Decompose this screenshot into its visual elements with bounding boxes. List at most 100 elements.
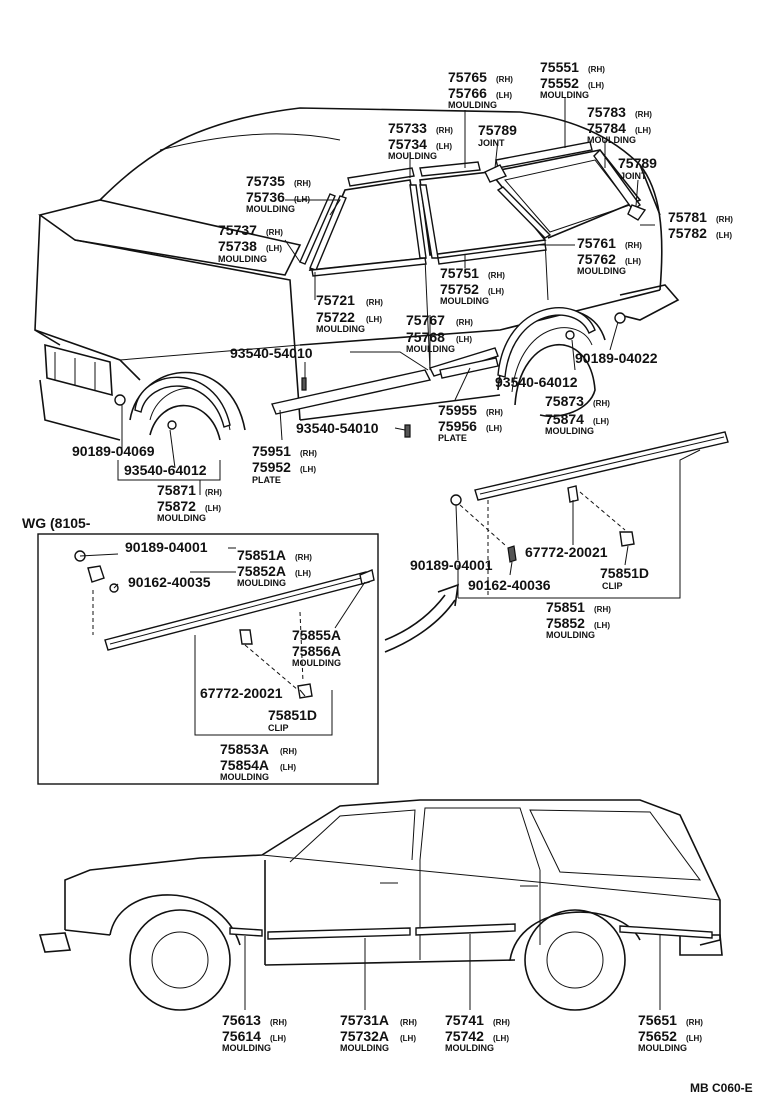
part-number: 75856A <box>292 643 341 659</box>
side-suffix: (LH) <box>270 1034 286 1043</box>
callout-75873[interactable]: 75873 (RH) 75874 (LH) MOULDING <box>545 393 610 436</box>
part-name: MOULDING <box>220 772 269 782</box>
callout-75761[interactable]: 75761 (RH) 75762 (LH) MOULDING <box>577 235 642 276</box>
part-number: 75721 <box>316 292 355 308</box>
callout-75721[interactable]: 75721 (RH) 75722 (LH) MOULDING <box>316 292 383 334</box>
callout-75737[interactable]: 75737 (RH) 75738 (LH) MOULDING <box>218 222 283 264</box>
callout-67772-20021-inset[interactable]: 67772-20021 <box>200 685 283 701</box>
callout-75731A[interactable]: 75731A (RH) 75732A (LH) MOULDING <box>340 1012 417 1053</box>
side-suffix: (LH) <box>588 81 604 90</box>
callout-90189-04001-inset[interactable]: 90189-04001 <box>125 539 208 555</box>
callout-93540-54010-a[interactable]: 93540-54010 <box>230 345 313 361</box>
callout-75783[interactable]: 75783 (RH) 75784 (LH) MOULDING <box>587 104 652 145</box>
side-suffix: (RH) <box>486 408 503 417</box>
part-number: 90189-04069 <box>72 443 155 459</box>
side-suffix: (RH) <box>496 75 513 84</box>
callout-90189-04022[interactable]: 90189-04022 <box>575 350 658 366</box>
callout-75951[interactable]: 75951 (RH) 75952 (LH) PLATE <box>252 443 317 485</box>
part-number: 75851 <box>546 599 585 615</box>
side-suffix: (RH) <box>635 110 652 119</box>
callout-90162-40036[interactable]: 90162-40036 <box>468 577 551 593</box>
callout-75735[interactable]: 75735 (RH) 75736 (LH) MOULDING <box>246 173 311 214</box>
part-number: 75765 <box>448 69 487 85</box>
callout-75741[interactable]: 75741 (RH) 75742 (LH) MOULDING <box>445 1012 510 1053</box>
side-suffix: (LH) <box>280 763 296 772</box>
callout-75651[interactable]: 75651 (RH) 75652 (LH) MOULDING <box>638 1012 703 1053</box>
side-suffix: (LH) <box>493 1034 509 1043</box>
part-name: MOULDING <box>406 344 455 354</box>
callout-75765[interactable]: 75765 (RH) 75766 (LH) MOULDING <box>448 69 513 110</box>
callout-75789-b[interactable]: 75789 JOINT <box>618 155 657 181</box>
callout-67772-20021-right[interactable]: 67772-20021 <box>525 544 608 560</box>
side-suffix: (LH) <box>593 417 609 426</box>
part-name: MOULDING <box>157 513 206 523</box>
part-name: JOINT <box>478 138 505 148</box>
part-number: 75552 <box>540 75 579 91</box>
side-suffix: (LH) <box>635 126 651 135</box>
callout-90189-04001-right[interactable]: 90189-04001 <box>410 557 493 573</box>
part-name: MOULDING <box>237 578 286 588</box>
callout-93540-54010-c[interactable]: 93540-54010 <box>296 420 379 436</box>
callout-75767[interactable]: 75767 (RH) 75768 (LH) MOULDING <box>406 312 473 354</box>
part-number: 75736 <box>246 189 285 205</box>
callout-90162-40035[interactable]: 90162-40035 <box>128 574 211 590</box>
callout-75851[interactable]: 75851 (RH) 75852 (LH) MOULDING <box>546 599 611 640</box>
part-number: 75652 <box>638 1028 677 1044</box>
part-name: MOULDING <box>540 90 589 100</box>
side-suffix: (LH) <box>294 195 310 204</box>
part-name: MOULDING <box>445 1043 494 1053</box>
part-number: 75766 <box>448 85 487 101</box>
callout-75851D-right[interactable]: 75851D CLIP <box>600 565 649 591</box>
callout-75851A[interactable]: 75851A (RH) 75852A (LH) MOULDING <box>237 547 312 588</box>
side-suffix: (LH) <box>400 1034 416 1043</box>
part-number: 75789 <box>478 122 517 138</box>
part-number: 75738 <box>218 238 257 254</box>
part-name: MOULDING <box>587 135 636 145</box>
part-name: MOULDING <box>340 1043 389 1053</box>
side-suffix: (LH) <box>366 315 382 324</box>
part-number: 75613 <box>222 1012 261 1028</box>
side-suffix: (LH) <box>496 91 512 100</box>
callout-75751[interactable]: 75751 (RH) 75752 (LH) MOULDING <box>440 265 505 306</box>
part-number: 75734 <box>388 136 427 152</box>
bottom-car-body <box>38 799 723 1011</box>
callout-75853A[interactable]: 75853A (RH) 75854A (LH) MOULDING <box>220 741 297 782</box>
part-name: JOINT <box>620 171 647 181</box>
inset-title: WG (8105- <box>22 515 91 531</box>
part-number: 75956 <box>438 418 477 434</box>
part-number: 90189-04022 <box>575 350 658 366</box>
part-name: MOULDING <box>388 151 437 161</box>
callout-93540-64012-b[interactable]: 93540-64012 <box>495 374 578 390</box>
part-name: PLATE <box>252 475 281 485</box>
side-suffix: (LH) <box>436 142 452 151</box>
callout-75955[interactable]: 75955 (RH) 75956 (LH) PLATE <box>438 402 503 443</box>
part-number: 75741 <box>445 1012 484 1028</box>
callout-75789-a[interactable]: 75789 JOINT <box>478 122 517 148</box>
part-number: 93540-64012 <box>124 462 207 478</box>
side-suffix: (RH) <box>686 1018 703 1027</box>
callout-90189-04069[interactable]: 90189-04069 <box>72 443 155 459</box>
callout-93540-64012-d[interactable]: 93540-64012 <box>124 462 207 478</box>
callout-75733[interactable]: 75733 (RH) 75734 (LH) MOULDING <box>388 120 453 161</box>
exploded-moulding-right <box>450 431 729 598</box>
side-suffix: (LH) <box>488 287 504 296</box>
part-number: 75761 <box>577 235 616 251</box>
part-number: 75722 <box>316 309 355 325</box>
part-name: MOULDING <box>246 204 295 214</box>
side-suffix: (RH) <box>295 553 312 562</box>
part-number: 75651 <box>638 1012 677 1028</box>
part-number: 93540-54010 <box>296 420 379 436</box>
callout-75613[interactable]: 75613 (RH) 75614 (LH) MOULDING <box>222 1012 287 1053</box>
callout-75871[interactable]: 75871 (RH) 75872 (LH) MOULDING <box>157 482 222 523</box>
side-suffix: (RH) <box>594 605 611 614</box>
callout-75551[interactable]: 75551 (RH) 75552 (LH) MOULDING <box>540 59 605 100</box>
callout-75855A[interactable]: 75855A 75856A MOULDING <box>292 627 341 668</box>
part-number: 90162-40036 <box>468 577 551 593</box>
part-name: MOULDING <box>546 630 595 640</box>
callout-75781[interactable]: 75781 (RH) 75782 (LH) <box>668 209 733 241</box>
side-suffix: (LH) <box>716 231 732 240</box>
side-suffix: (LH) <box>266 244 282 253</box>
part-number: 93540-64012 <box>495 374 578 390</box>
callout-75851D-inset[interactable]: 75851D CLIP <box>268 707 317 733</box>
side-suffix: (LH) <box>295 569 311 578</box>
